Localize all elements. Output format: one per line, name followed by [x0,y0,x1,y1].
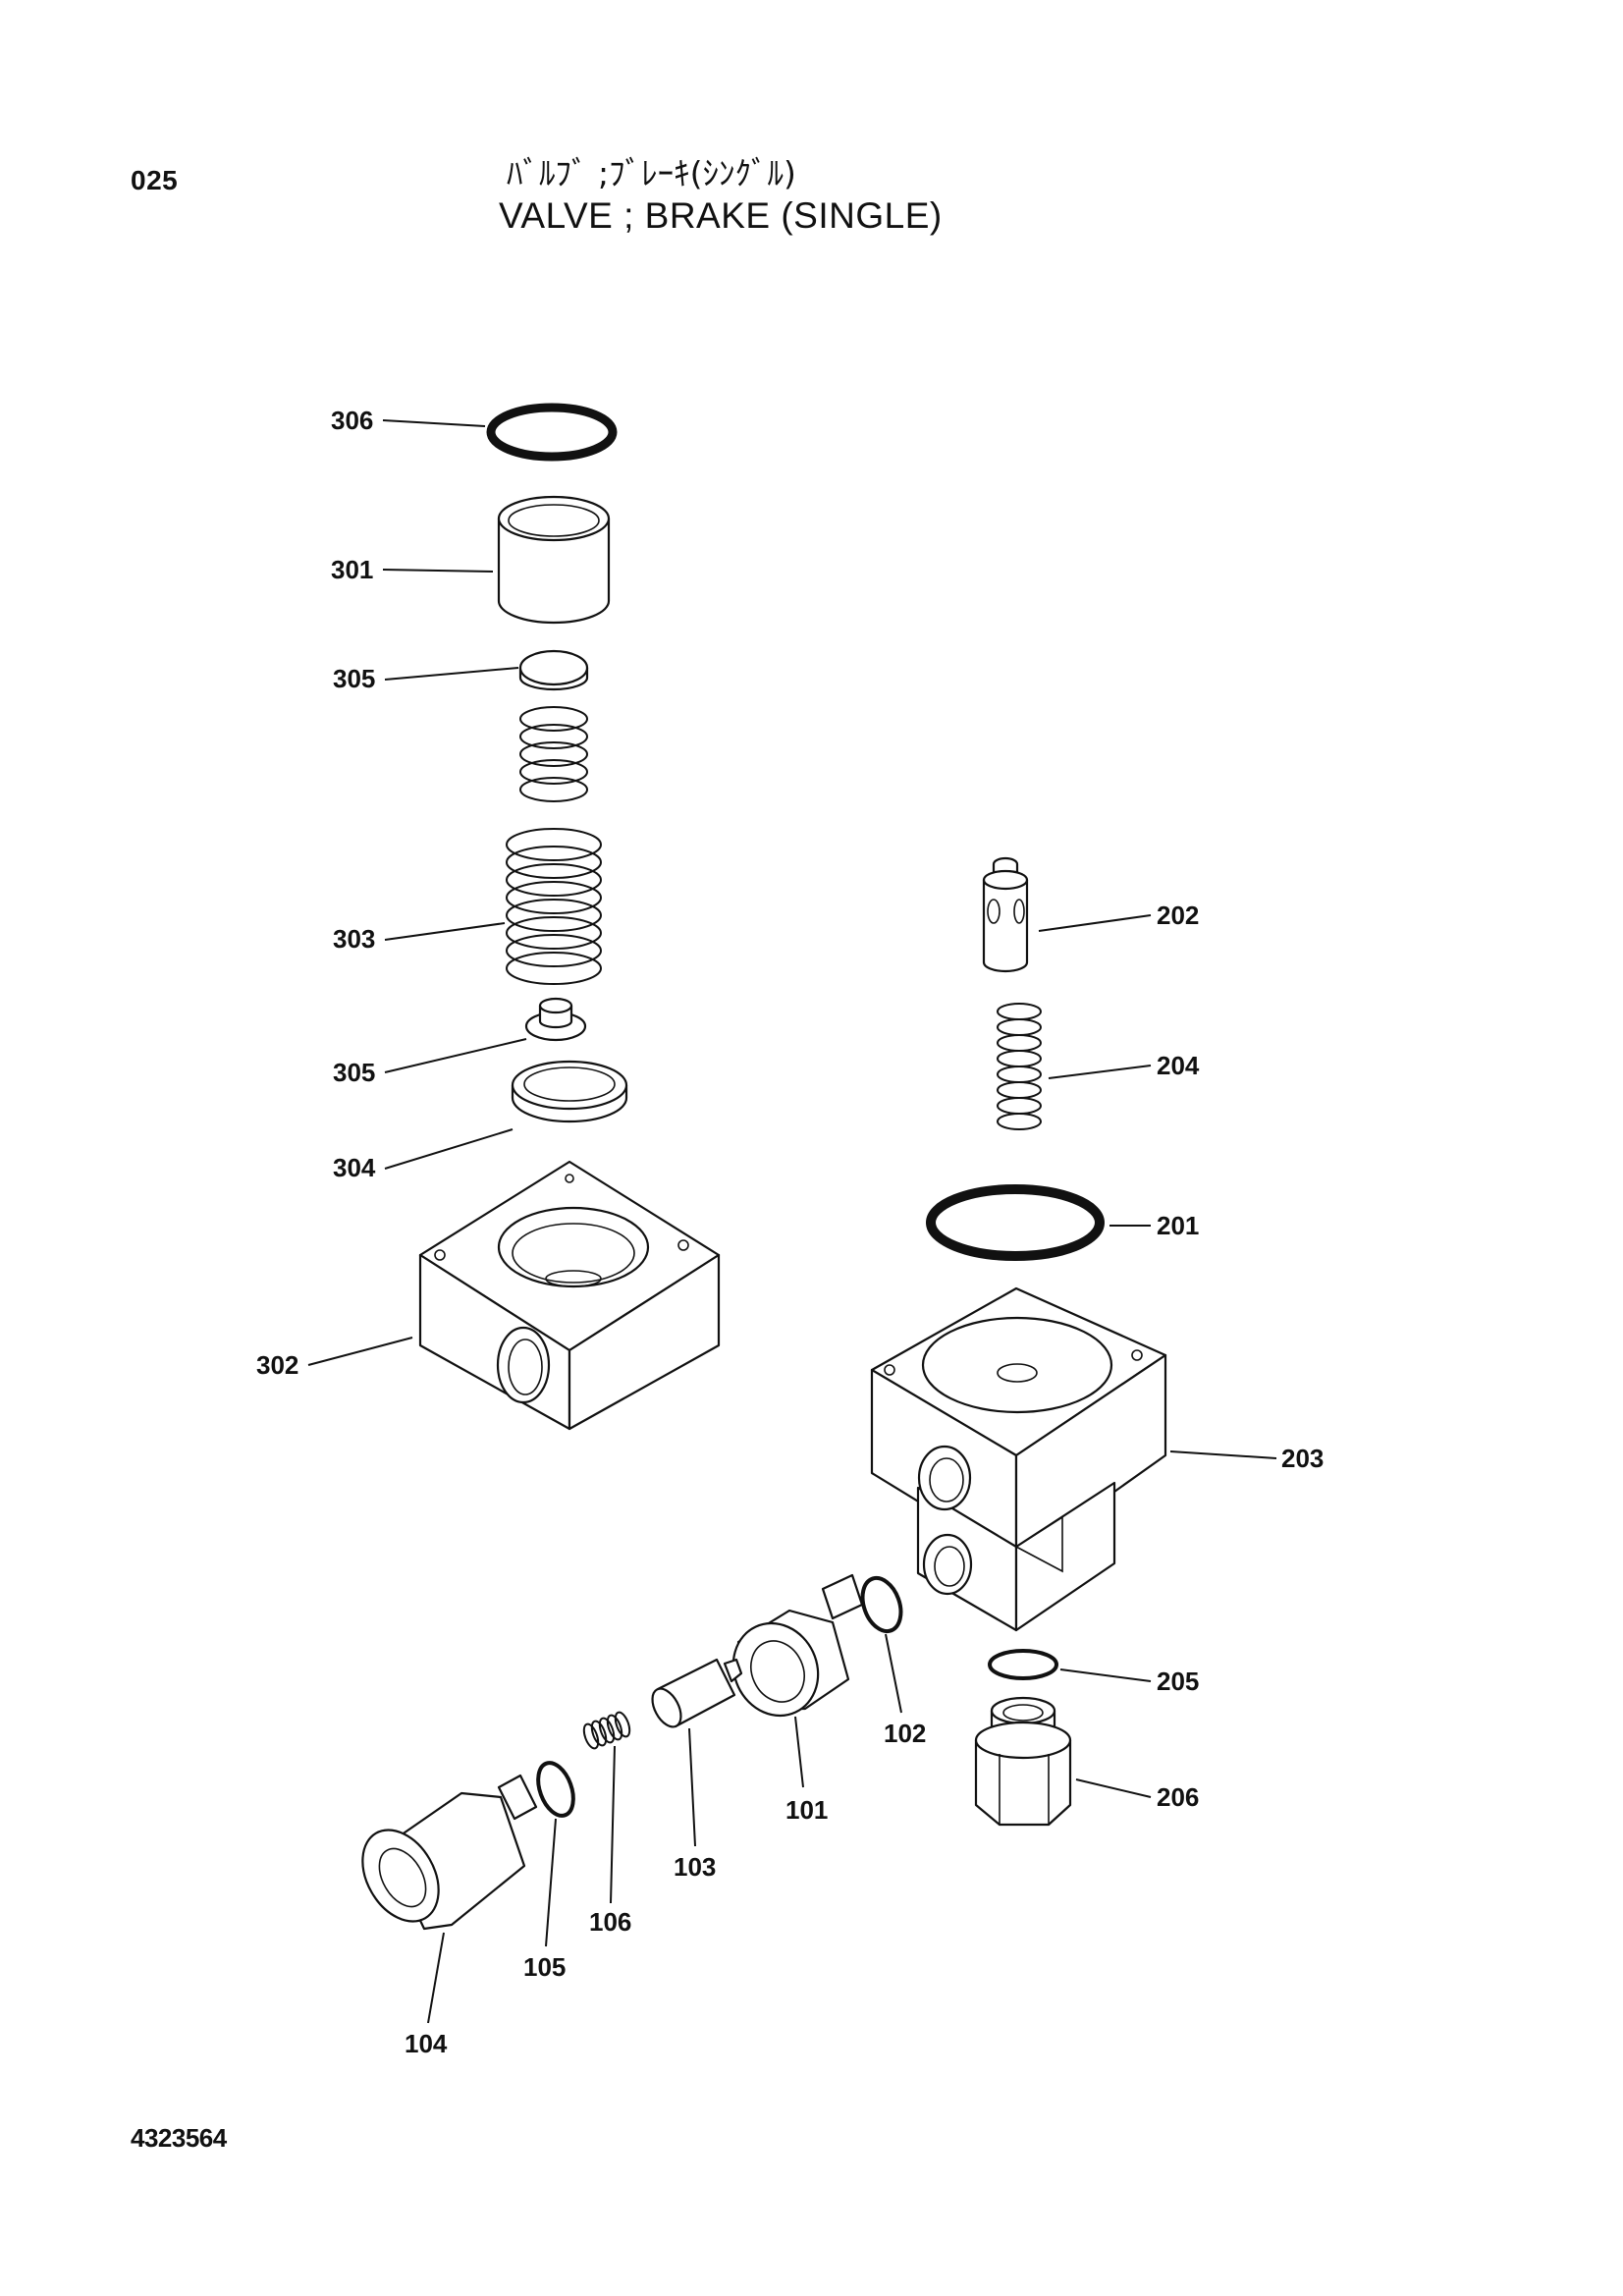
part-304-ring [511,1060,628,1123]
callout-301: 301 [331,555,373,584]
diagram-title-japanese: ﾊﾞﾙﾌﾞ ;ﾌﾞﾚｰｷ(ｼﾝｸﾞﾙ) [507,154,796,192]
page-number: 025 [131,165,179,195]
callout-104: 104 [405,2029,448,2058]
part-103-poppet [651,1658,743,1728]
callout-206: 206 [1157,1782,1199,1812]
callout-304: 304 [333,1153,376,1182]
callout-205: 205 [1157,1667,1199,1696]
callout-306: 306 [331,406,373,435]
callout-204: 204 [1157,1051,1200,1080]
part-203-valve-body [870,1286,1167,1632]
part-305-upper-seat [518,649,589,691]
part-303-spring-outer [506,828,602,985]
callout-106: 106 [589,1907,631,1937]
part-201-o-ring [926,1184,1105,1261]
callout-201: 201 [1157,1211,1199,1240]
part-105-o-ring [536,1761,575,1818]
callout-105: 105 [523,1952,566,1982]
callout-203: 203 [1281,1444,1324,1473]
part-302-block-body [418,1160,721,1431]
leader-lines [307,419,1277,2024]
callout-202: 202 [1157,901,1199,930]
callout-303: 303 [333,924,375,954]
callout-101: 101 [785,1795,828,1825]
document-code: 4323564 [131,2123,227,2153]
callout-305-lower: 305 [333,1058,375,1087]
part-104-body-fitting [361,1774,538,1931]
callout-305-upper: 305 [333,664,375,693]
part-305-lower-seat [524,997,587,1042]
diagram-title-english: VALVE ; BRAKE (SINGLE) [499,195,943,236]
part-204-spring [997,1003,1042,1130]
part-202-plunger [982,856,1029,973]
callout-302: 302 [256,1350,298,1380]
part-206-plug [974,1696,1072,1827]
part-303-spring-inner [519,706,588,802]
callout-103: 103 [674,1852,716,1882]
part-306-o-ring [486,403,618,462]
part-101-fitting [731,1573,864,1718]
part-106-spring [582,1711,631,1750]
part-205-o-ring [988,1649,1058,1680]
part-102-o-ring [860,1575,903,1634]
callout-102: 102 [884,1719,926,1748]
part-301-cap [497,495,611,625]
